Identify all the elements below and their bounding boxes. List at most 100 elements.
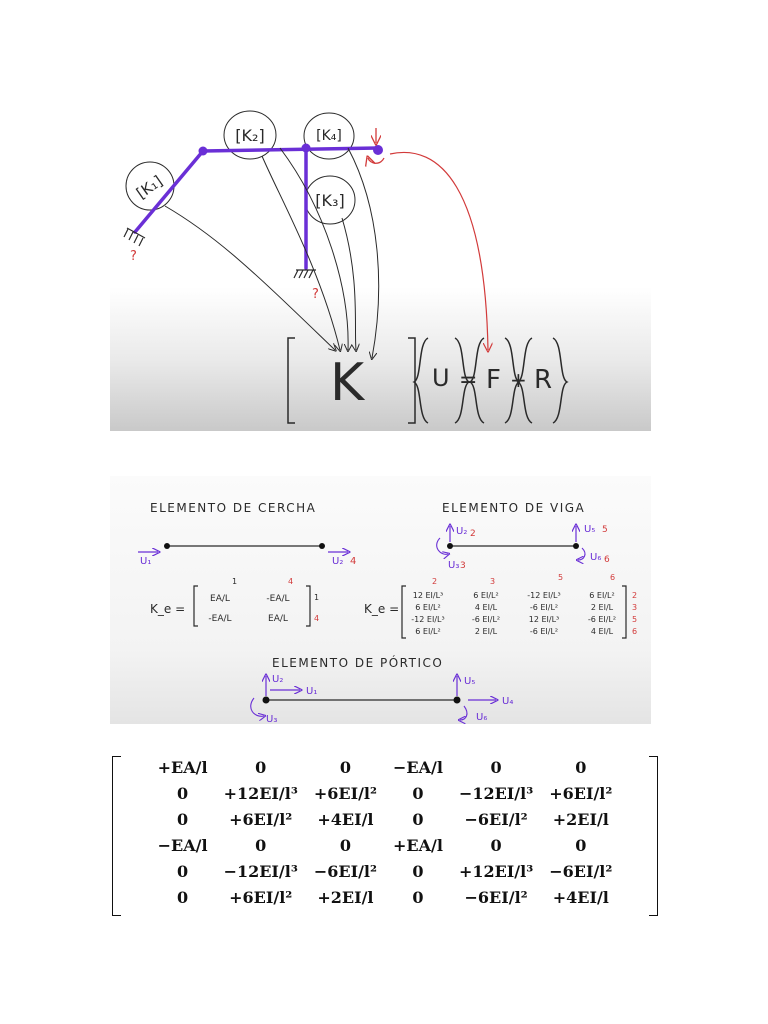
truss-k22: EA/L [268, 614, 288, 624]
beam-dof-6: 6 [604, 555, 610, 565]
beam-col-mark-3: 3 [490, 577, 495, 586]
element-types-panel: ELEMENTO DE CERCHA ELEMENTO DE VIGA ELEM… [110, 476, 651, 724]
matrix-cell: −12EI/l³ [458, 783, 534, 803]
matrix-cell: 0 [490, 757, 502, 777]
frame-u1: U₁ [306, 686, 317, 697]
beam-k31: -12 EI/L³ [411, 615, 444, 624]
matrix-cell: +6EI/l² [313, 783, 377, 803]
truss-title: ELEMENTO DE CERCHA [150, 501, 316, 515]
support-bottom-question: ? [312, 287, 319, 302]
matrix-cell: 0 [412, 809, 424, 829]
beam-u6: U₆ [590, 552, 601, 563]
truss-element [138, 543, 348, 552]
beam-matrix-cells: 12 EI/L³ 6 EI/L² -12 EI/L³ 6 EI/L² 6 EI/… [411, 591, 616, 636]
node-3 [301, 143, 311, 153]
frame-title: ELEMENTO DE PÓRTICO [272, 655, 443, 670]
matrix-cell: 0 [177, 861, 189, 881]
matrix-cell: +2EI/l [317, 887, 374, 907]
matrix-cell: 0 [490, 835, 502, 855]
beam-matrix-marks: 2 3 5 6 2 3 5 6 [432, 573, 637, 636]
beam-dof-2: 2 [470, 529, 476, 539]
matrix-equation [287, 337, 569, 424]
matrix-table: +EA/l 0 0 −EA/l 0 0 0 +12EI/l³ +6EI/l² 0 −12EI/l³ +… [150, 754, 621, 910]
beam-k21: 6 EI/L² [415, 603, 440, 612]
truss-k21: -EA/L [208, 614, 231, 624]
frame-u6: U₆ [476, 712, 487, 723]
beam-dof-5: 5 [602, 525, 608, 535]
matrix-cell: −EA/l [157, 835, 208, 855]
truss-row-mark-1: 1 [314, 593, 319, 602]
support-bottom [293, 269, 316, 279]
matrix-cell: +6EI/l² [229, 809, 293, 829]
beam-title: ELEMENTO DE VIGA [442, 501, 585, 515]
k2-label: [K₂] [235, 126, 264, 145]
beam-k14: 6 EI/L² [589, 591, 614, 600]
equation-plus: + [510, 368, 527, 392]
truss-matrix-lhs: K_e = [150, 602, 185, 616]
beam-k44: 4 EI/L [591, 627, 614, 636]
matrix-cell: +4EI/l [552, 887, 609, 907]
equation-R: R [534, 365, 552, 395]
truss-dof-4: 4 [350, 556, 356, 567]
beam-col-mark-5: 5 [558, 573, 563, 582]
member-2 [201, 146, 380, 153]
matrix-cell: −6EI/l² [464, 887, 528, 907]
matrix-cell: +2EI/l [552, 809, 609, 829]
beam-k22: 4 EI/L [475, 603, 498, 612]
structure-sketch-panel: [K₁] [K₂] [K₄] [K₃] ? ? [110, 88, 651, 431]
truss-k12: -EA/L [266, 594, 289, 604]
matrix-cell: 0 [575, 835, 587, 855]
frame-structure [133, 146, 380, 270]
end-load-arrows [368, 128, 385, 163]
element-types-sketch: ELEMENTO DE CERCHA ELEMENTO DE VIGA ELEM… [138, 501, 637, 724]
beam-dof-3: 3 [460, 561, 466, 571]
matrix-cell: 0 [412, 861, 424, 881]
beam-k42: 2 EI/L [475, 627, 498, 636]
load-transfer-arrow [389, 151, 488, 350]
truss-col-mark-1: 1 [232, 577, 237, 586]
matrix-left-bracket [112, 756, 121, 916]
truss-row-mark-4: 4 [314, 614, 319, 623]
matrix-cell: 0 [255, 757, 267, 777]
matrix-cell: 0 [255, 835, 267, 855]
matrix-cell: −6EI/l² [464, 809, 528, 829]
beam-k13: -12 EI/L³ [527, 591, 560, 600]
beam-row-mark-5: 5 [632, 615, 637, 624]
frame-u2: U₂ [272, 674, 283, 685]
beam-k11: 12 EI/L³ [413, 591, 444, 600]
beam-row-mark-2: 2 [632, 591, 637, 600]
beam-col-mark-6: 6 [610, 573, 615, 582]
beam-k23: -6 EI/L² [530, 603, 558, 612]
matrix-cell: −6EI/l² [313, 861, 377, 881]
beam-matrix-brackets [401, 585, 627, 639]
matrix-cell: +EA/l [393, 835, 443, 855]
matrix-right-bracket [649, 756, 658, 916]
structure-sketch: [K₁] [K₂] [K₄] [K₃] ? ? [123, 110, 569, 424]
matrix-cell: −EA/l [393, 757, 443, 777]
truss-u2: U₂ [332, 556, 343, 567]
matrix-cell: +6EI/l² [229, 887, 293, 907]
beam-k34: -6 EI/L² [588, 615, 616, 624]
k3-label: [K₃] [315, 191, 344, 210]
node-free-end [373, 145, 383, 155]
beam-k32: -6 EI/L² [472, 615, 500, 624]
matrix-row: −EA/l 0 0 +EA/l 0 0 [150, 832, 621, 858]
truss-matrix-brackets [193, 585, 311, 627]
matrix-cell: +12EI/l³ [458, 861, 534, 881]
frame-nodes [198, 143, 383, 156]
node-2 [198, 146, 208, 156]
matrix-cell: 0 [339, 757, 351, 777]
frame-u4: U₄ [502, 696, 513, 707]
matrix-cell: 0 [575, 757, 587, 777]
matrix-cell: +6EI/l² [549, 783, 613, 803]
matrix-cell: 0 [339, 835, 351, 855]
beam-u5: U₅ [584, 524, 595, 535]
truss-col-mark-4: 4 [288, 577, 293, 586]
equation-equals: = [459, 368, 477, 393]
k2-circle [223, 110, 277, 160]
k4-circle [303, 112, 355, 160]
